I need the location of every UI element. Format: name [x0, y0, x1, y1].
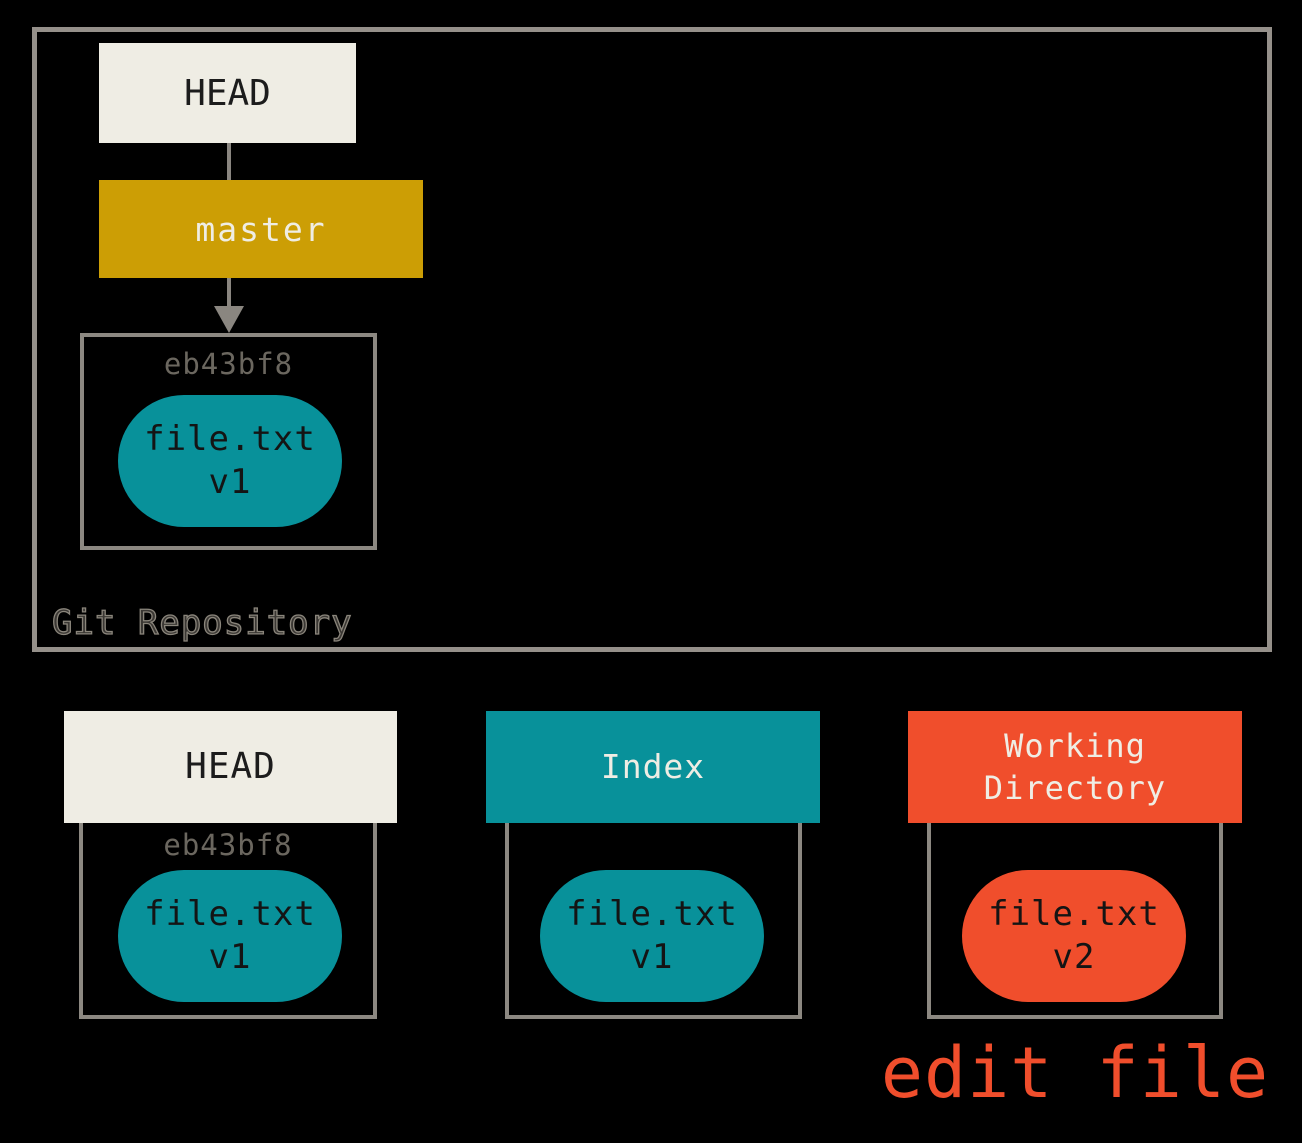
file-version: v1 [630, 937, 674, 977]
head-to-master-connector [227, 143, 231, 180]
head-area-file-blob: file.txt v1 [118, 870, 342, 1002]
head-area-box: eb43bf8 file.txt v1 [79, 823, 377, 1019]
index-area-file-blob: file.txt v1 [540, 870, 764, 1002]
file-name: file.txt [988, 894, 1160, 934]
head-ref-box: HEAD [99, 43, 356, 143]
commit-box: eb43bf8 file.txt v1 [80, 333, 377, 550]
master-branch-box: master [99, 180, 423, 278]
working-directory-file-blob: file.txt v2 [962, 870, 1186, 1002]
git-repository-box: Git Repository [32, 27, 1272, 652]
commit-file-blob: file.txt v1 [118, 395, 342, 527]
working-directory-area-box: file.txt v2 [927, 823, 1223, 1019]
master-branch-label: master [195, 209, 327, 249]
head-area-header: HEAD [64, 711, 397, 823]
index-area-box: file.txt v1 [505, 823, 802, 1019]
commit-hash: eb43bf8 [163, 347, 294, 381]
head-area-title: HEAD [185, 746, 276, 787]
head-area-commit-hash: eb43bf8 [163, 828, 293, 862]
file-version: v2 [1052, 937, 1096, 977]
working-directory-area-title: Working Directory [983, 727, 1167, 807]
index-area-header: Index [486, 711, 820, 823]
file-name: file.txt [144, 419, 316, 459]
edit-file-annotation: edit file [880, 1032, 1270, 1114]
file-version: v1 [208, 462, 252, 502]
head-ref-label: HEAD [184, 72, 271, 114]
master-to-commit-connector [227, 278, 231, 309]
arrowhead-down-icon [214, 306, 244, 333]
file-name: file.txt [566, 894, 738, 934]
index-area-title: Index [600, 747, 706, 786]
file-name: file.txt [144, 894, 316, 934]
file-version: v1 [208, 937, 252, 977]
working-directory-area-header: Working Directory [908, 711, 1242, 823]
git-repository-label: Git Repository [51, 602, 353, 643]
